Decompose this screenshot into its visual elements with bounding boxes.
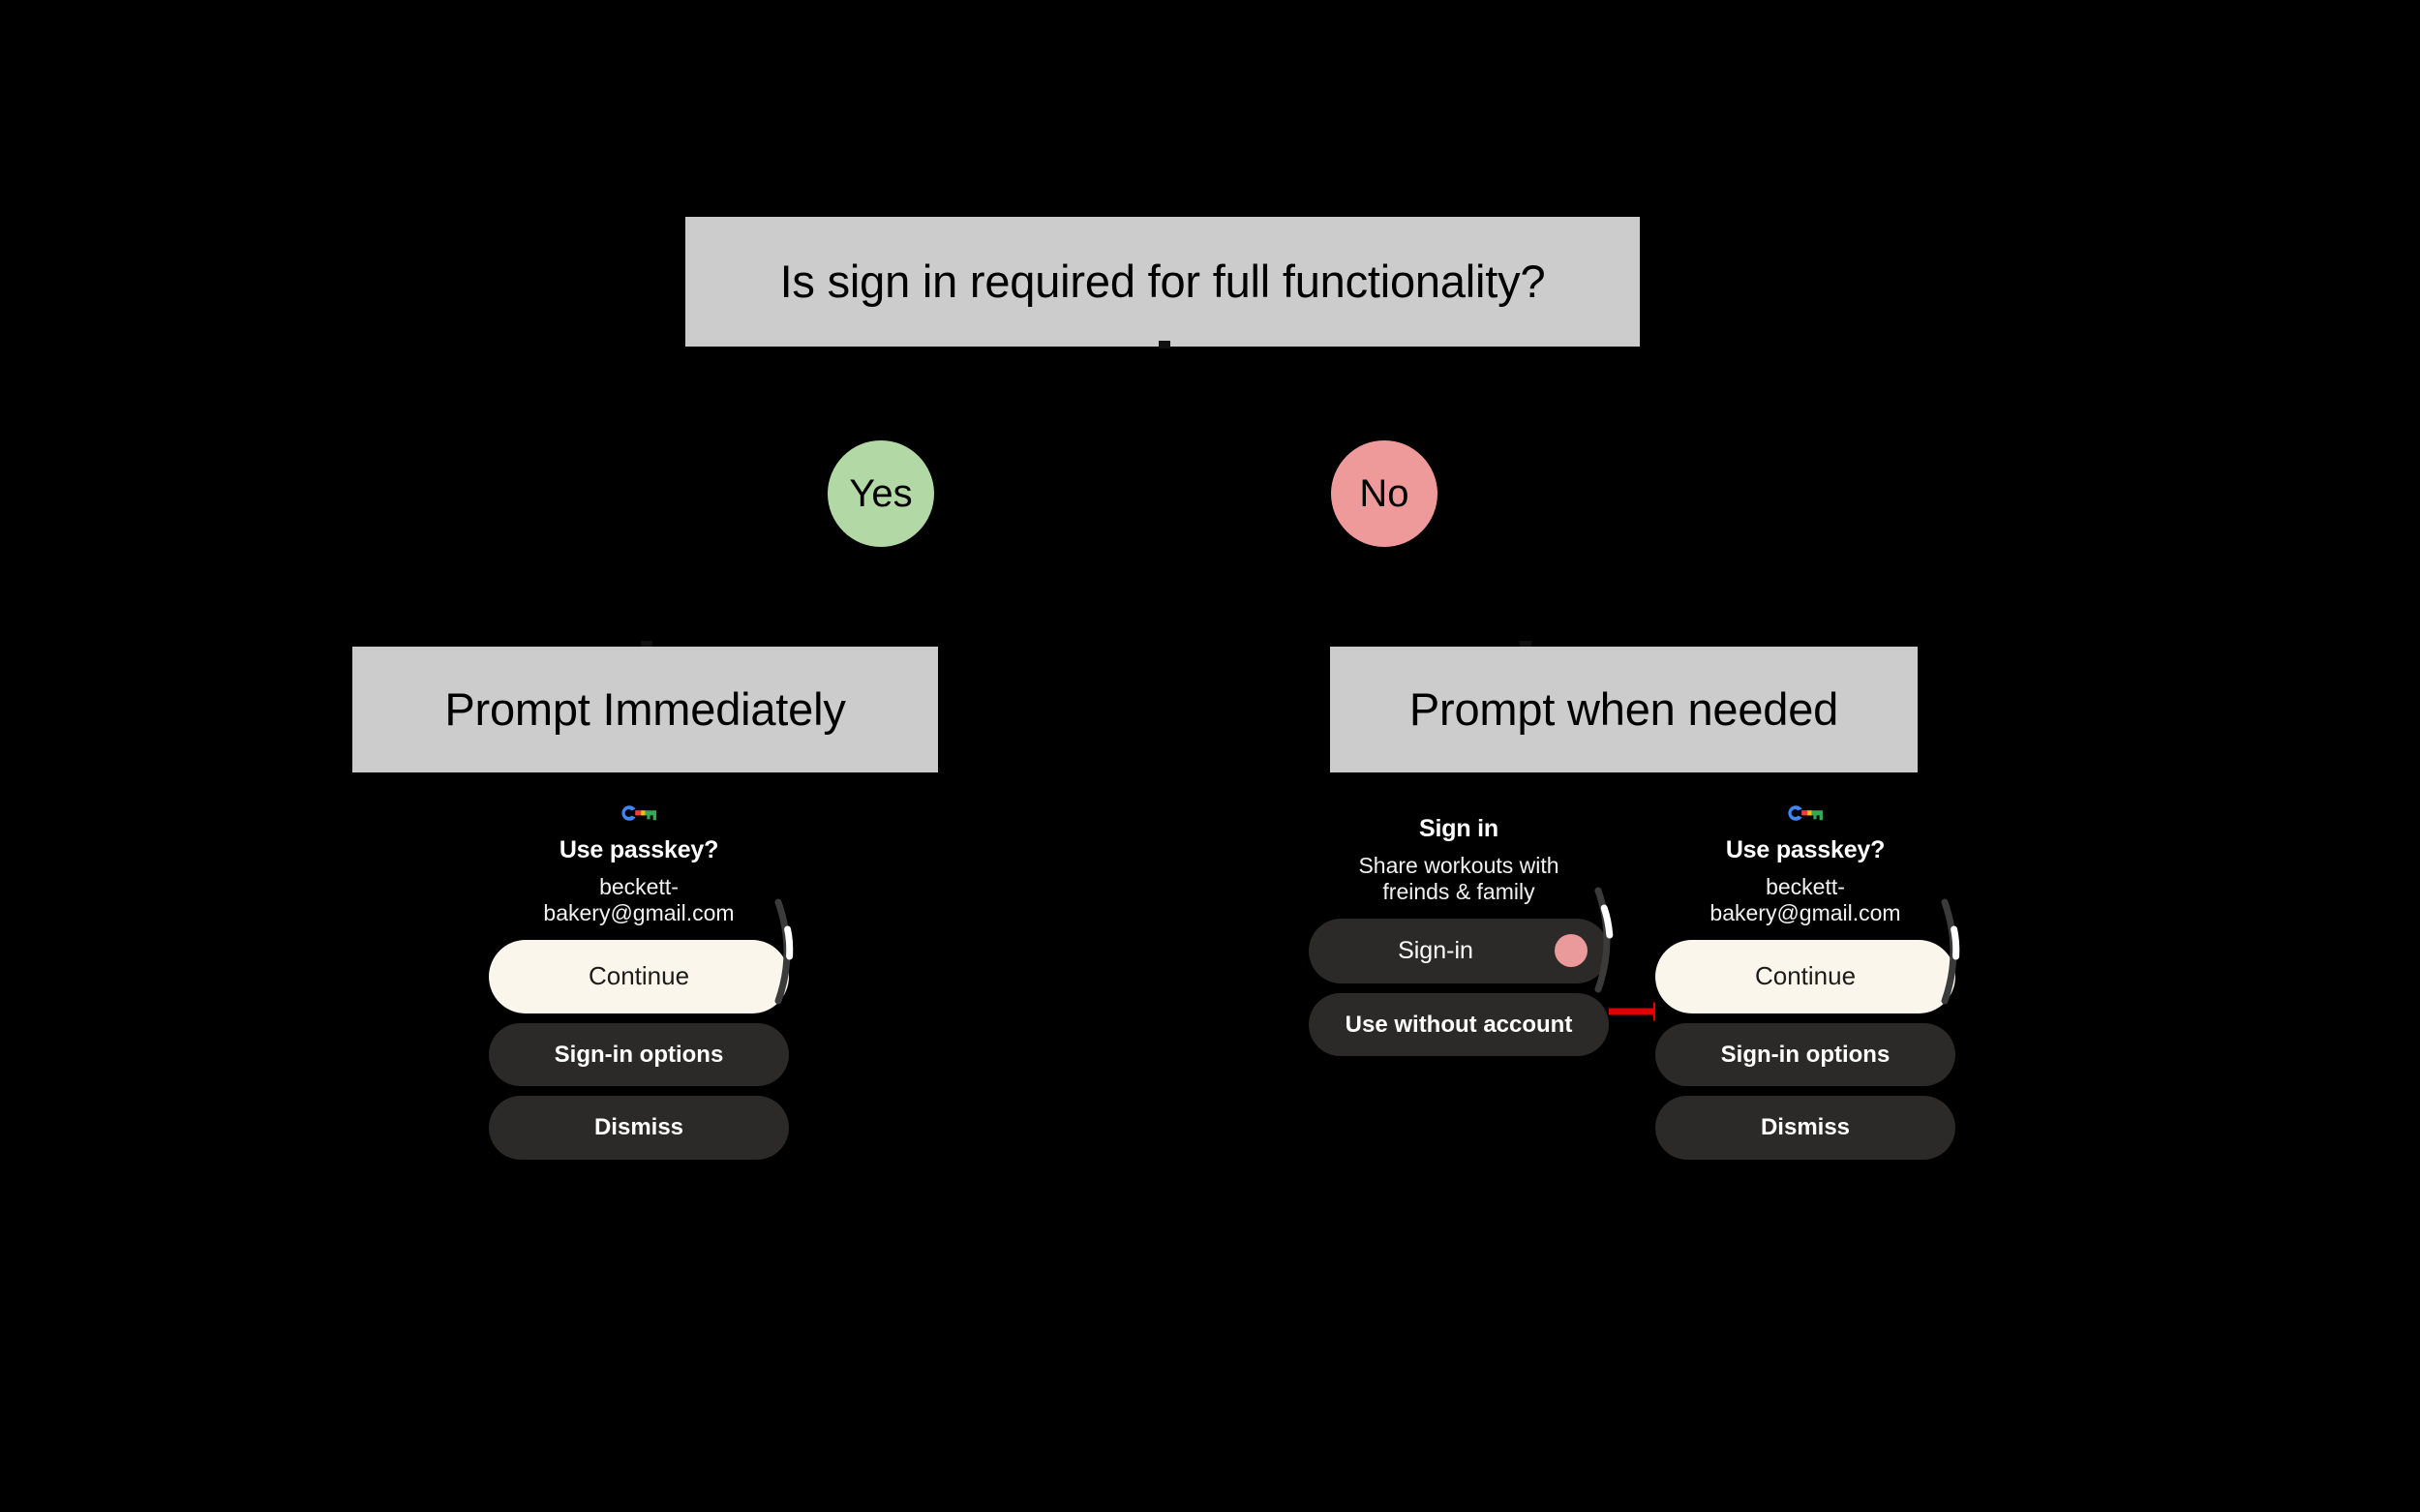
dismiss-button-label: Dismiss	[593, 1114, 684, 1141]
connector-stub-decision	[1159, 341, 1170, 348]
outcome-prompt-when-needed-label: Prompt when needed	[1408, 683, 1839, 736]
dialog-subtitle-value-prop: Share workouts with freinds & family	[1358, 852, 1559, 904]
scroll-indicator-center[interactable]	[1592, 887, 1621, 993]
sign-in-options-button-label: Sign-in options	[1720, 1041, 1891, 1068]
continue-button-label: Continue	[1754, 961, 1857, 990]
outcome-box-prompt-immediately: Prompt Immediately	[352, 647, 938, 772]
connector-stub-no	[1520, 641, 1531, 649]
outcome-prompt-immediately-label: Prompt Immediately	[444, 683, 846, 736]
sign-in-button-label: Sign-in	[1398, 937, 1473, 964]
use-without-account-button[interactable]: Use without account	[1309, 992, 1609, 1057]
dialog-title: Sign in	[1419, 815, 1498, 842]
dismiss-button[interactable]: Dismiss	[489, 1096, 789, 1161]
watch-dialog-center-sign-in: Sign in Share workouts with freinds & fa…	[1309, 803, 1609, 1067]
google-passkey-icon	[1788, 805, 1823, 821]
sign-in-options-button-label: Sign-in options	[554, 1041, 724, 1068]
dialog-subtitle-account-email: beckett-bakery@gmail.com	[1709, 873, 1901, 925]
google-passkey-icon	[621, 805, 656, 821]
dismiss-button-label: Dismiss	[1760, 1114, 1851, 1141]
connector-stub-yes	[641, 641, 652, 649]
outcome-box-prompt-when-needed: Prompt when needed	[1330, 647, 1918, 772]
continue-button[interactable]: Continue	[1655, 940, 1955, 1013]
decision-box-label: Is sign in required for full functionali…	[779, 256, 1546, 308]
branch-circle-no: No	[1331, 440, 1437, 547]
scroll-indicator-right[interactable]	[1939, 898, 1968, 1005]
watch-dialog-right-passkey: Use passkey? beckett-bakery@gmail.com Co…	[1655, 803, 1955, 1170]
branch-no-label: No	[1359, 471, 1409, 515]
decision-box-sign-in-required: Is sign in required for full functionali…	[685, 217, 1640, 347]
avatar	[1555, 934, 1588, 968]
sign-in-button[interactable]: Sign-in	[1309, 919, 1609, 983]
branch-circle-yes: Yes	[828, 440, 934, 547]
branch-yes-label: Yes	[849, 471, 913, 515]
continue-button[interactable]: Continue	[489, 940, 789, 1013]
continue-button-label: Continue	[588, 961, 690, 990]
dismiss-button[interactable]: Dismiss	[1655, 1096, 1955, 1161]
dialog-title: Use passkey?	[559, 836, 719, 863]
sign-in-options-button[interactable]: Sign-in options	[1655, 1022, 1955, 1087]
dialog-subtitle-account-email: beckett-bakery@gmail.com	[543, 873, 735, 925]
sign-in-options-button[interactable]: Sign-in options	[489, 1022, 789, 1087]
use-without-account-button-label: Use without account	[1345, 1011, 1573, 1038]
dialog-title: Use passkey?	[1725, 836, 1886, 863]
scroll-indicator-left[interactable]	[772, 898, 802, 1005]
watch-dialog-left-passkey: Use passkey? beckett-bakery@gmail.com Co…	[489, 803, 789, 1170]
